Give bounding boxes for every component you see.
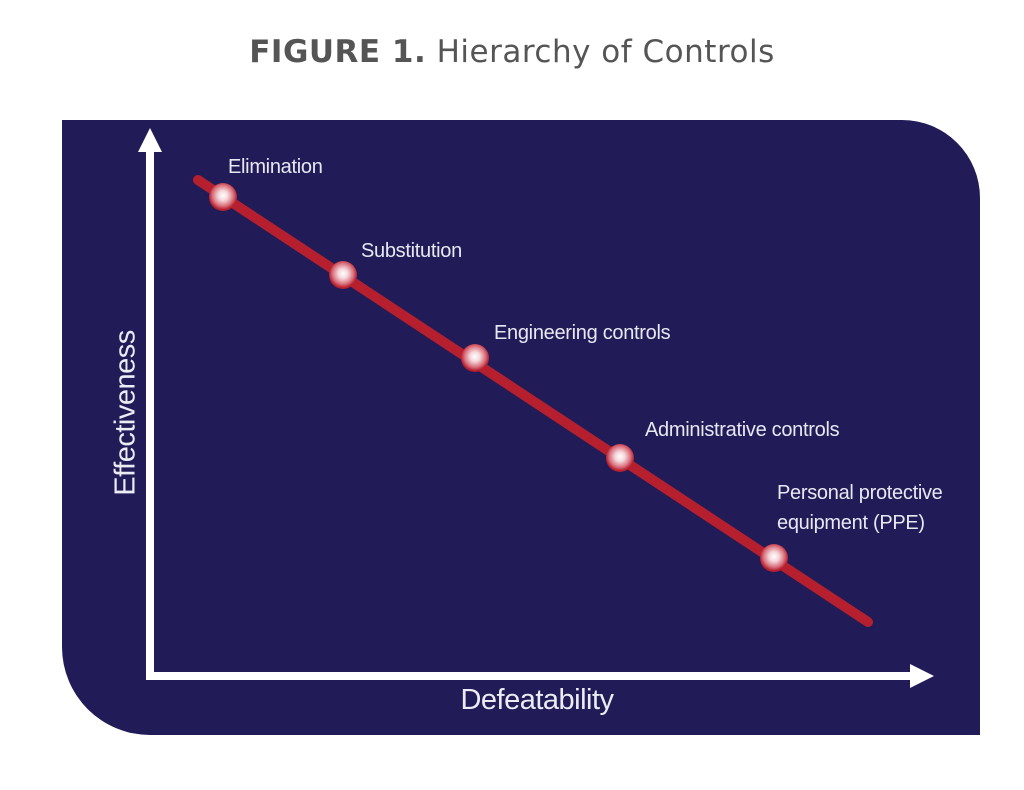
x-axis-label: Defeatability xyxy=(460,684,614,716)
x-axis xyxy=(146,664,934,688)
effectiveness-line xyxy=(193,175,873,627)
point-administrative-controls xyxy=(606,444,634,472)
y-axis-label: Effectiveness xyxy=(109,330,142,496)
point-elimination xyxy=(209,183,237,211)
figure-title-text: Hierarchy of Controls xyxy=(436,34,775,70)
arrow-up-icon xyxy=(138,128,162,152)
label-ppe-line1: Personal protective xyxy=(777,482,943,504)
point-ppe xyxy=(760,544,788,572)
label-engineering-controls: Engineering controls xyxy=(494,322,671,344)
label-elimination: Elimination xyxy=(228,156,323,178)
diagram-panel xyxy=(62,120,980,735)
y-axis xyxy=(138,128,162,680)
figure-number: FIGURE 1. xyxy=(249,34,427,70)
label-ppe-line2: equipment (PPE) xyxy=(777,512,925,534)
point-substitution xyxy=(329,261,357,289)
label-substitution: Substitution xyxy=(361,240,462,262)
label-administrative-controls: Administrative controls xyxy=(645,419,840,441)
point-engineering-controls xyxy=(461,344,489,372)
figure-title: FIGURE 1. Hierarchy of Controls xyxy=(0,34,1024,70)
arrow-right-icon xyxy=(910,664,934,688)
